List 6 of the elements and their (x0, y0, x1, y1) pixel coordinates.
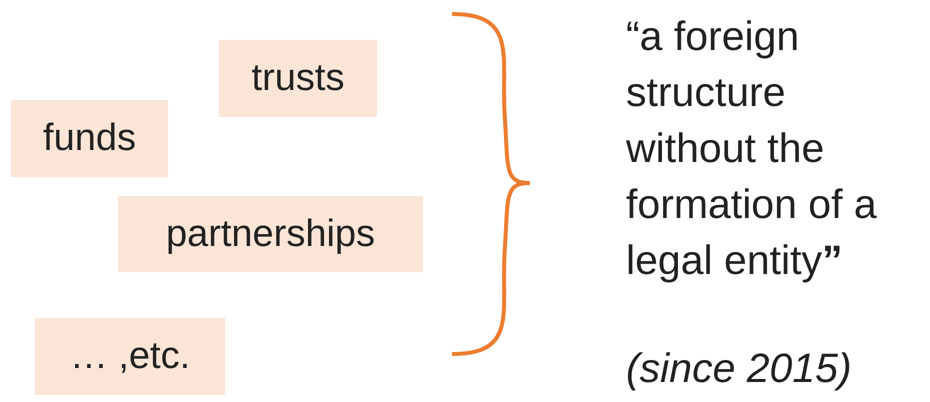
definition-quote: “a foreign structure without the formation of a legal entity” (626, 12, 878, 285)
term-box: funds (11, 100, 168, 177)
term-box: trusts (219, 40, 377, 117)
date-note: (since 2015) (626, 344, 853, 393)
term-box: … ,etc. (35, 318, 225, 395)
term-box: partnerships (118, 196, 423, 272)
